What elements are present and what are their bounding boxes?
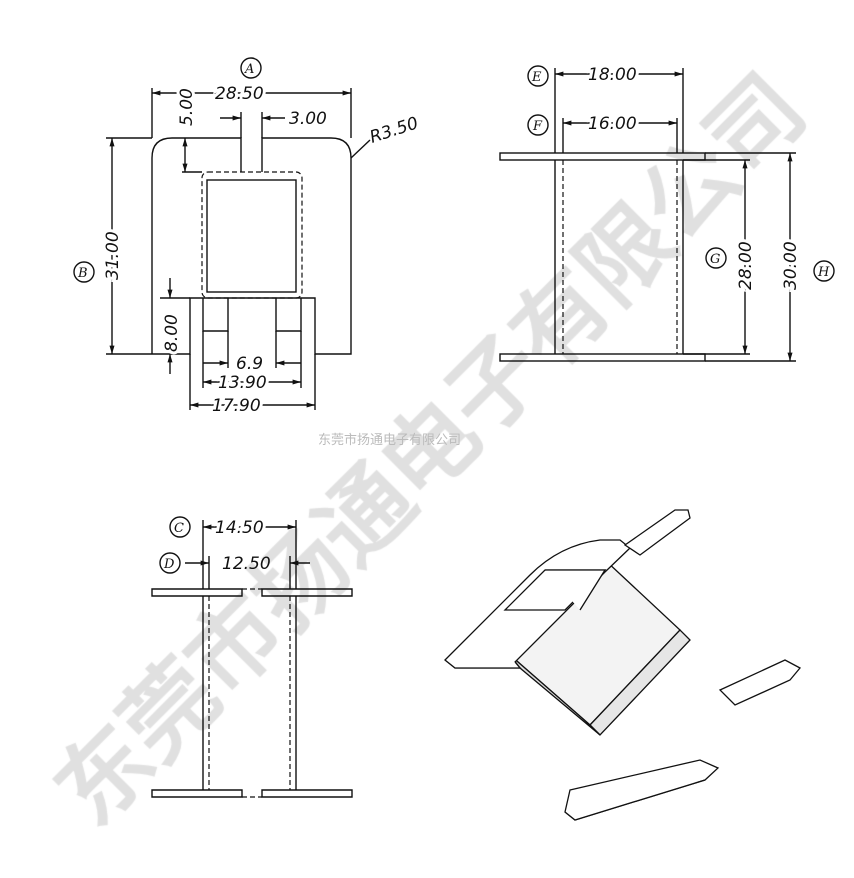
dim-radius: R3.50 <box>367 113 420 147</box>
bottom-view: C D 14.50 12.50 <box>151 515 353 798</box>
label-a: A <box>244 62 254 77</box>
label-e: E <box>531 70 542 85</box>
label-b: B <box>77 266 88 281</box>
dim-width: 28.50 <box>215 84 264 104</box>
isometric-view <box>444 509 802 821</box>
label-d: D <box>163 557 175 572</box>
dim-leg-height: 8.00 <box>162 314 182 352</box>
dim-pin-gap: 6.9 <box>236 354 263 374</box>
front-view: A B 28.50 3.00 R3.50 5.00 31.00 8.00 6.9… <box>73 57 421 419</box>
dim-pin-outer: 13.90 <box>218 373 267 393</box>
dim-inner-height: 28.00 <box>736 241 756 290</box>
label-c: C <box>174 521 184 536</box>
label-h: H <box>817 265 830 280</box>
dim-base-width: 17.90 <box>212 396 261 416</box>
company-caption: 东莞市扬通电子有限公司 <box>318 432 461 448</box>
dim-slot-depth: 5.00 <box>177 88 197 126</box>
label-g: G <box>710 252 720 267</box>
label-f: F <box>532 119 543 134</box>
dim-inner-width: 16.00 <box>588 114 637 134</box>
dim-bottom-outer-width: 14.50 <box>215 518 264 538</box>
dim-outer-height: 30.00 <box>781 241 801 290</box>
dim-bottom-inner-width: 12.50 <box>222 554 271 574</box>
dim-height: 31.00 <box>103 231 123 280</box>
side-view: E F G H 18.00 16.00 28.00 30.00 <box>499 62 835 362</box>
dim-outer-width: 18.00 <box>588 65 637 85</box>
dim-slot-width: 3.00 <box>289 109 327 129</box>
